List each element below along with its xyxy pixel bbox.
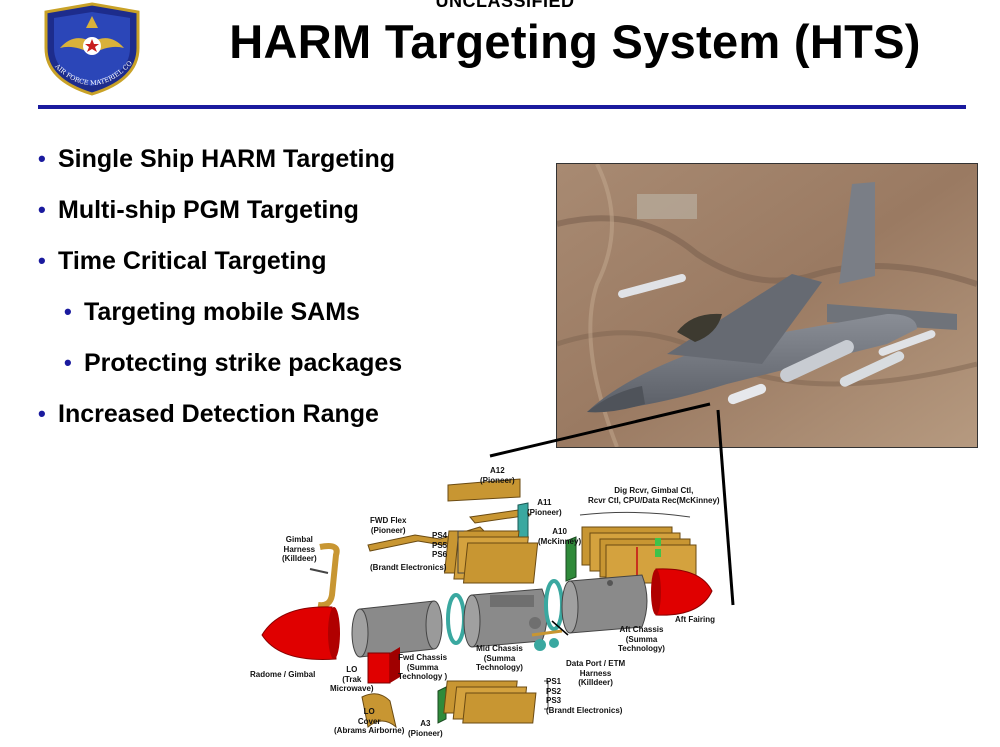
afmc-emblem-logo: AIR FORCE MATERIEL COMMAND [40, 2, 140, 96]
label-a11: A11 (Pioneer) [527, 498, 562, 517]
gimbal-harness-icon [309, 543, 340, 609]
sub-bullet-item: • Protecting strike packages [38, 344, 402, 395]
label-aft-chassis: Aft Chassis (Summa Technology) [618, 625, 665, 653]
bullet-text: Targeting mobile SAMs [84, 298, 360, 326]
slide-title: HARM Targeting System (HTS) [229, 15, 921, 68]
label-ps123: PS1 PS2 PS3 (Brandt Electronics) [546, 677, 623, 715]
sub-bullet-item: • Targeting mobile SAMs [38, 293, 402, 344]
label-a10: A10 (McKinney) [538, 527, 582, 546]
fwd-chassis-icon [351, 600, 443, 658]
label-a3: A3 (Pioneer) [408, 719, 443, 738]
bullet-dot-icon: • [38, 197, 46, 222]
label-radome: Radome / Gimbal [250, 670, 316, 679]
title-divider [38, 105, 966, 109]
aft-fairing-icon [651, 568, 713, 616]
label-lo-cover: LO Cover (Abrams Airborne) [334, 707, 405, 735]
bullet-dot-icon: • [38, 146, 46, 171]
f16-aircraft-photo [556, 163, 978, 448]
bullet-dot-icon: • [64, 299, 72, 324]
classification-marking: UNCLASSIFIED [435, 0, 575, 11]
lo-trak-icon [367, 647, 400, 684]
bullet-dot-icon: • [38, 248, 46, 273]
bullet-text: Time Critical Targeting [58, 247, 327, 275]
a10-board-icon [565, 536, 577, 582]
bullet-text: Single Ship HARM Targeting [58, 145, 396, 173]
aft-chassis-icon [561, 574, 648, 634]
a3-board-icon [437, 686, 447, 724]
bullet-item: • Increased Detection Range [38, 395, 402, 446]
bullet-text: Protecting strike packages [84, 349, 403, 377]
label-fwd-chassis: Fwd Chassis (Summa Technology ) [398, 653, 448, 681]
hts-exploded-diagram: A12 (Pioneer) A11 (Pioneer) Dig Rcvr, Gi… [250, 445, 990, 742]
bullet-text: Multi-ship PGM Targeting [58, 196, 359, 224]
digital-receiver-card-stack-icon [581, 526, 697, 584]
label-aft-fairing: Aft Fairing [675, 615, 715, 624]
lo-cover-icon [361, 693, 397, 729]
label-lo-trak: LO (Trak Microwave) [330, 665, 374, 693]
mid-chassis-icon [463, 588, 548, 648]
bullet-dot-icon: • [64, 350, 72, 375]
radome-gimbal-icon [261, 606, 340, 660]
label-fwd-flex: FWD Flex (Pioneer) [370, 516, 407, 535]
fwd-seal-ring-icon [446, 593, 466, 645]
bullet-item: • Single Ship HARM Targeting [38, 140, 402, 191]
label-a12: A12 (Pioneer) [480, 466, 515, 485]
bullet-item: • Time Critical Targeting [38, 242, 402, 293]
ps123-power-supply-icon [443, 680, 537, 724]
exploded-view-drawing [261, 478, 713, 729]
label-brandt-top: (Brandt Electronics) [370, 563, 447, 572]
bullet-list: • Single Ship HARM Targeting • Multi-ship … [38, 140, 402, 446]
label-ps456: PS4 PS5 PS6 [432, 531, 448, 559]
label-data-port: Data Port / ETM Harness (Killdeer) [566, 659, 626, 687]
label-gimbal-harness: Gimbal Harness (Killdeer) [282, 535, 317, 563]
data-port-etm-harness-icon [531, 620, 569, 651]
ps456-power-supply-icon [443, 530, 539, 584]
bullet-text: Increased Detection Range [58, 400, 379, 428]
bullet-item: • Multi-ship PGM Targeting [38, 191, 402, 242]
a12-board-icon [447, 478, 521, 502]
label-dig-rcvr: Dig Rcvr, Gimbal Ctl, Rcvr Ctl, CPU/Data… [588, 486, 720, 505]
label-mid-chassis: Mid Chassis (Summa Technology) [476, 644, 523, 672]
bullet-dot-icon: • [38, 401, 46, 426]
